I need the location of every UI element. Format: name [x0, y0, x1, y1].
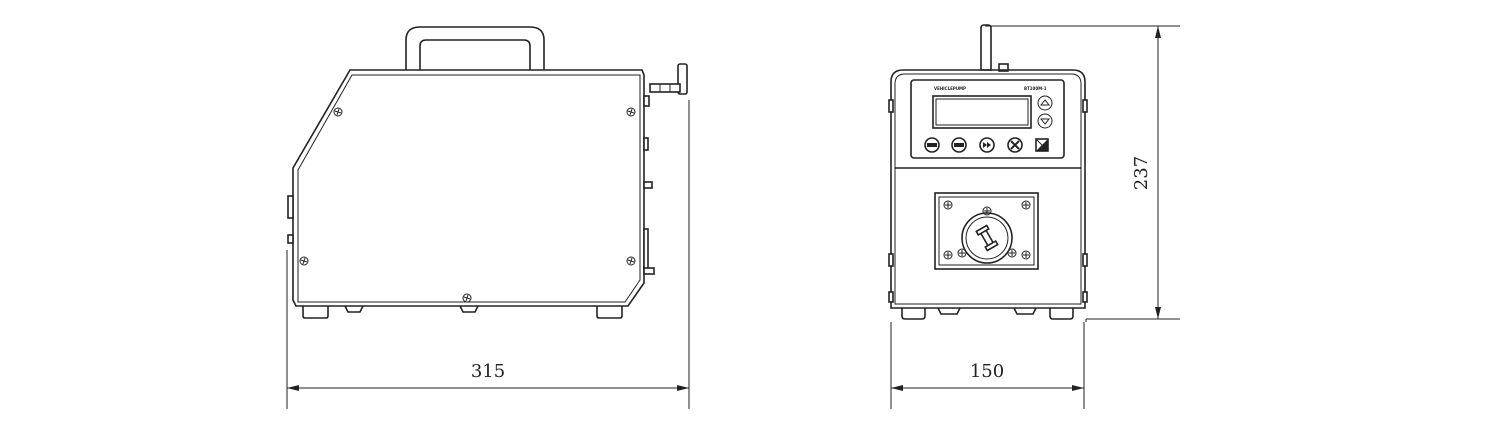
pump-head [934, 192, 1039, 270]
stop-x-icon [1007, 137, 1023, 153]
side-body [292, 69, 645, 307]
front-feet [901, 307, 1074, 320]
play-forward-icon [979, 137, 995, 153]
front-control-panel: VEHICLEPUMP BT100M-1 [910, 79, 1065, 159]
dimension-label-237: 237 [1131, 156, 1152, 190]
front-housing [890, 69, 1086, 309]
side-antenna [649, 63, 688, 95]
rotor-icon [975, 224, 999, 252]
side-handle [405, 26, 545, 70]
front-side-clips [888, 99, 1088, 303]
front-view: VEHICLEPUMP BT100M-1 [888, 24, 1088, 320]
minus-button-icon [951, 137, 967, 153]
dimension-label-150: 150 [970, 361, 1004, 382]
model-text: BT100M-1 [1024, 86, 1047, 91]
dimension-label-315: 315 [471, 361, 505, 382]
side-screws [299, 107, 636, 303]
down-arrow-icon [1037, 113, 1053, 129]
side-feet [302, 305, 623, 319]
side-front-protrusion [287, 195, 294, 244]
minus-button-icon [924, 137, 940, 153]
front-antenna [980, 24, 1009, 72]
front-width-dimension: 150 [890, 322, 1085, 409]
side-view [287, 26, 688, 319]
side-back-connectors [643, 95, 655, 275]
prime-box-icon [1035, 138, 1049, 152]
up-arrow-icon [1037, 95, 1053, 111]
brand-text: VEHICLEPUMP [934, 86, 966, 91]
pump-head-screws [943, 200, 1031, 260]
lcd-screen [932, 95, 1032, 129]
side-width-dimension: 315 [286, 100, 690, 409]
front-height-dimension: 237 [985, 25, 1180, 322]
